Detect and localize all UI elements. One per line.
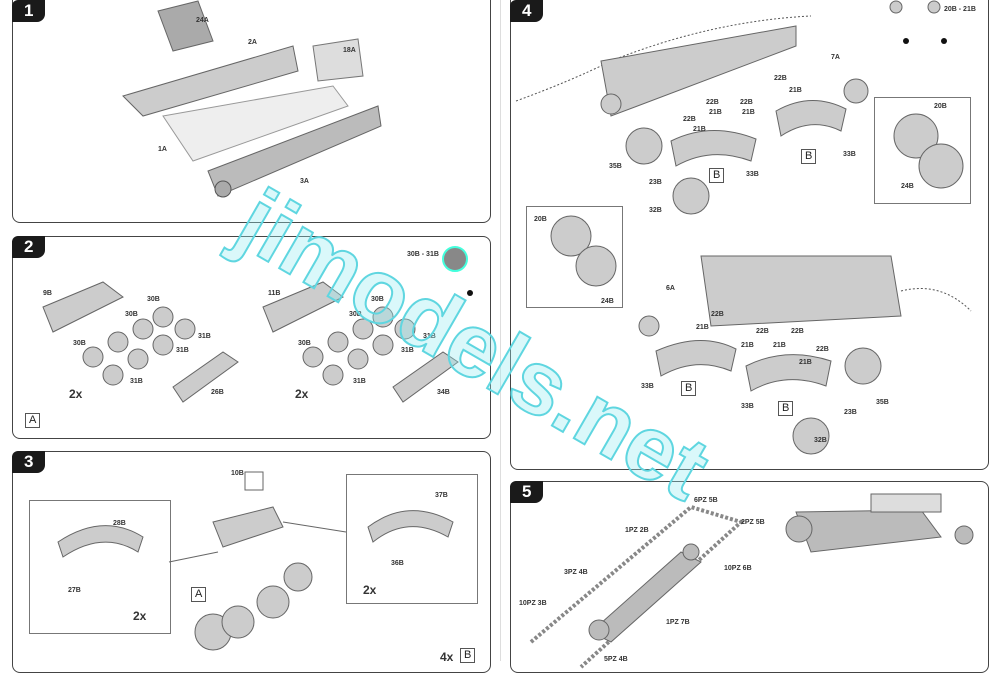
step-1-panel: 1 24A 2A 18A 1A 3A — [12, 0, 491, 223]
part-label: 31B — [401, 347, 414, 354]
part-label: 31B — [198, 333, 211, 340]
subassembly-box-a: A — [25, 413, 41, 428]
part-label: 9B — [43, 290, 52, 297]
part-label: 20B — [934, 103, 947, 110]
part-label: 34B — [437, 389, 450, 396]
step-number: 3 — [12, 451, 46, 473]
part-label: 37B — [435, 492, 448, 499]
part-label: 21B — [696, 324, 709, 331]
part-label: 35B — [609, 163, 622, 170]
part-label: 18A — [343, 47, 356, 54]
part-label: 31B — [423, 333, 436, 340]
part-label: 6A — [666, 285, 675, 292]
part-label: 30B — [298, 340, 311, 347]
part-label: 30B — [125, 311, 138, 318]
multiplier: 2x — [133, 609, 147, 623]
step-number: 2 — [12, 236, 46, 258]
part-label: 23B — [649, 179, 662, 186]
part-label: 30B — [147, 296, 160, 303]
part-label: 30B — [371, 296, 384, 303]
part-label: 27B — [68, 587, 81, 594]
step-3-panel: 3 10B 28B 27B 2x 37B 36B 2x A 4x B — [12, 451, 491, 673]
step-number: 5 — [510, 481, 544, 503]
track-label: 10PZ 3B — [519, 600, 547, 607]
step-number: 1 — [12, 0, 46, 22]
multiplier: 2x — [295, 387, 309, 401]
paint-reference: 20B - 21B — [944, 6, 976, 13]
track-label: 3PZ 4B — [564, 569, 588, 576]
running-gear-drawings — [515, 0, 972, 455]
part-label: 24B — [601, 298, 614, 305]
part-label: 22B — [756, 328, 769, 335]
part-label: 32B — [649, 207, 662, 214]
part-label: 22B — [740, 99, 753, 106]
part-label: 33B — [746, 171, 759, 178]
part-label: 24A — [196, 17, 209, 24]
part-label: 30B — [73, 340, 86, 347]
detail-inset-left — [29, 500, 171, 634]
part-label: 23B — [844, 409, 857, 416]
part-label: 21B — [799, 359, 812, 366]
part-label: 31B — [130, 378, 143, 385]
part-label: 22B — [816, 346, 829, 353]
hull-floor-drawing — [122, 0, 382, 198]
step-4-panel: 4 20B - 21B 7A 22B 21B 22B 21B 22B 21B 2… — [510, 0, 989, 470]
part-label: 2A — [248, 39, 257, 46]
suspension-drawings — [42, 246, 473, 403]
part-label: 28B — [113, 520, 126, 527]
detail-inset-right — [346, 474, 478, 604]
subassembly-box-a: A — [191, 587, 207, 602]
track-label: 10PZ 6B — [724, 565, 752, 572]
part-label: 21B — [773, 342, 786, 349]
subassembly-box-b: B — [681, 381, 697, 396]
part-label: 20B — [534, 216, 547, 223]
subassembly-box-b: B — [801, 149, 817, 164]
subassembly-box-b: B — [709, 168, 725, 183]
multiplier: 4x — [440, 650, 454, 664]
part-label: 22B — [711, 311, 724, 318]
paint-reference: 30B - 31B — [407, 251, 439, 258]
part-label: 33B — [843, 151, 856, 158]
part-label: 22B — [791, 328, 804, 335]
multiplier: 2x — [69, 387, 83, 401]
part-label: 33B — [741, 403, 754, 410]
page-fold — [500, 0, 501, 661]
part-label: 11B — [268, 290, 281, 297]
part-label: 21B — [741, 342, 754, 349]
step-5-panel: 5 6PZ 5B 1PZ 2B 2PZ 5B 3PZ 4B 10PZ 6B 10… — [510, 481, 989, 673]
part-label: 21B — [693, 126, 706, 133]
multiplier: 2x — [363, 583, 377, 597]
part-label: 30B — [349, 311, 362, 318]
track-label: 2PZ 5B — [741, 519, 765, 526]
step-number: 4 — [510, 0, 544, 22]
part-label: 7A — [831, 54, 840, 61]
track-label: 5PZ 4B — [604, 656, 628, 663]
part-label: 31B — [176, 347, 189, 354]
part-label: 22B — [774, 75, 787, 82]
part-label: 10B — [231, 470, 244, 477]
track-label: 1PZ 7B — [666, 619, 690, 626]
track-label: 6PZ 5B — [694, 497, 718, 504]
subassembly-box-b: B — [778, 401, 794, 416]
part-label: 1A — [158, 146, 167, 153]
step-2-panel: 2 30B - 31B 9B 30B 30B 31B 30B 31B 31B 2… — [12, 236, 491, 439]
part-label: 32B — [814, 437, 827, 444]
track-assembly-drawings — [529, 493, 974, 669]
part-label: 35B — [876, 399, 889, 406]
part-label: 3A — [300, 178, 309, 185]
part-label: 21B — [709, 109, 722, 116]
part-label: 33B — [641, 383, 654, 390]
part-label: 24B — [901, 183, 914, 190]
bogie-drawings — [57, 471, 454, 651]
track-label: 1PZ 2B — [625, 527, 649, 534]
part-label: 31B — [353, 378, 366, 385]
part-label: 26B — [211, 389, 224, 396]
part-label: 36B — [391, 560, 404, 567]
part-label: 22B — [706, 99, 719, 106]
part-label: 22B — [683, 116, 696, 123]
part-label: 21B — [742, 109, 755, 116]
part-label: 21B — [789, 87, 802, 94]
